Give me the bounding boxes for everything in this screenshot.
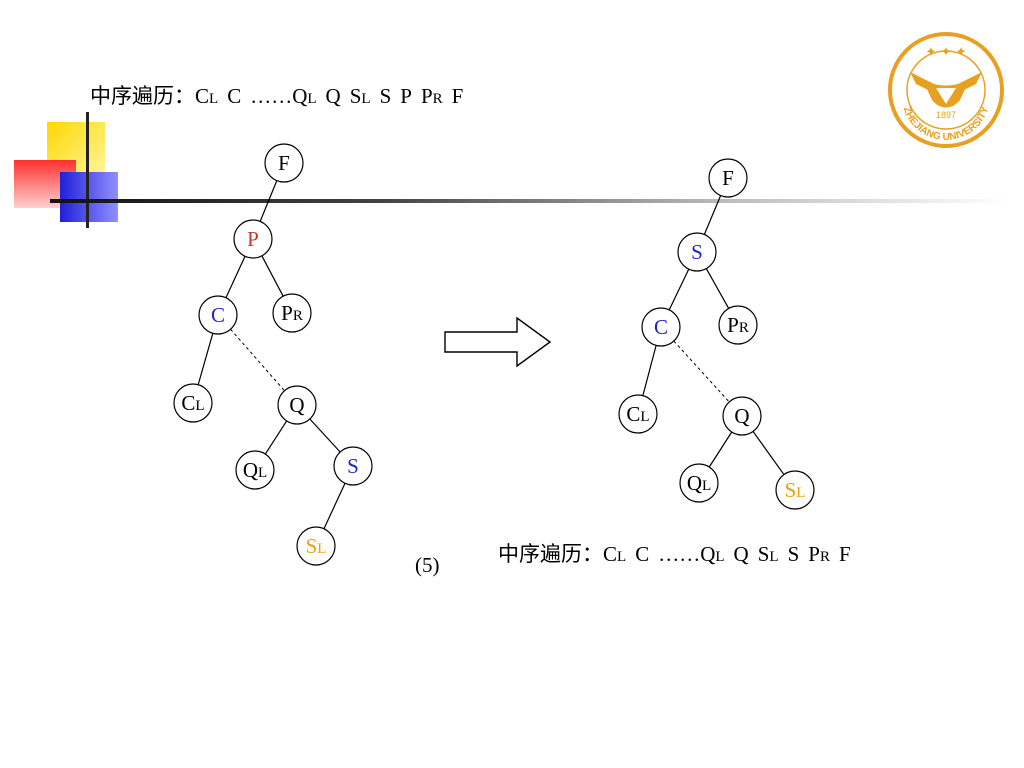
caption-sequence: CL C ……QL Q SL S PR F	[603, 542, 851, 566]
tree-edge	[703, 195, 722, 235]
caption-token: Q	[325, 84, 341, 108]
caption-token: F	[451, 84, 464, 108]
tree-edge	[705, 268, 730, 309]
tree-node-p: P	[233, 219, 273, 259]
tree-node-q: Q	[722, 396, 762, 436]
tree-edge	[668, 268, 690, 311]
svg-text:F: F	[278, 151, 290, 175]
tree-node-ql: QL	[235, 450, 275, 490]
svg-text:Q: Q	[734, 404, 749, 428]
tree-node-sl: SL	[775, 470, 815, 510]
caption-token: C	[635, 542, 650, 566]
tree-edge	[708, 431, 733, 468]
tree-edge	[264, 420, 288, 455]
caption-token: PR	[420, 84, 443, 108]
svg-text:S: S	[691, 240, 703, 264]
caption-prefix: 中序遍历：	[498, 542, 603, 566]
caption-token: P	[400, 84, 412, 108]
tree-node-c: C	[641, 307, 681, 347]
caption-prefix: 中序遍历：	[90, 84, 195, 108]
tree-node-pr: PR	[718, 305, 758, 345]
svg-text:C: C	[211, 303, 225, 327]
transform-arrow	[444, 316, 552, 368]
tree-edge	[225, 256, 246, 298]
tree-node-s: S	[677, 232, 717, 272]
logo-year: 1897	[936, 110, 956, 120]
step-label: (5)	[415, 553, 440, 577]
svg-text:Q: Q	[289, 393, 304, 417]
tree-edge	[752, 431, 785, 475]
bottom-inorder-caption: 中序遍历：CL C ……QL Q SL S PR F	[498, 544, 851, 565]
tree-node-s: S	[333, 446, 373, 486]
caption-token: CL	[603, 542, 627, 566]
tree-edge	[309, 418, 341, 453]
caption-token: ……QL	[658, 542, 725, 566]
tree-edge	[197, 333, 214, 385]
tree-node-c: C	[198, 295, 238, 335]
deco-vertical-line	[86, 112, 89, 228]
deco-horizontal-rule	[50, 199, 1010, 203]
tree-before: F P C PR CL Q QL S SL	[173, 143, 373, 566]
tree-node-f: F	[708, 158, 748, 198]
caption-token: S	[787, 542, 800, 566]
svg-text:QL: QL	[243, 458, 267, 482]
caption-token: F	[838, 542, 851, 566]
tree-after: F S C PR CL Q QL SL	[618, 158, 815, 510]
tree-node-pr: PR	[272, 293, 312, 333]
caption-token: SL	[757, 542, 779, 566]
caption-token: SL	[349, 84, 371, 108]
caption-token: S	[379, 84, 392, 108]
tree-node-cl: CL	[173, 383, 213, 423]
deco-blue-square	[60, 172, 118, 222]
svg-text:P: P	[247, 227, 259, 251]
university-logo: 1897 ZHEJIANG UNIVERSITY ✦ ✦ ✦	[888, 32, 1004, 148]
tree-edge	[323, 482, 346, 530]
caption-token: Q	[733, 542, 749, 566]
caption-token: ……QL	[250, 84, 317, 108]
tree-edge	[642, 345, 657, 396]
dashed-tree-edge	[673, 340, 730, 403]
tree-node-f: F	[264, 143, 304, 183]
tree-node-sl: SL	[296, 526, 336, 566]
tree-edge	[261, 255, 284, 297]
svg-text:C: C	[654, 315, 668, 339]
tree-edge	[259, 180, 278, 222]
caption-token: C	[227, 84, 242, 108]
svg-text:S: S	[347, 454, 359, 478]
svg-text:F: F	[722, 166, 734, 190]
tree-node-cl: CL	[618, 394, 658, 434]
logo-seal-glyphs: ✦ ✦ ✦	[926, 45, 967, 60]
caption-token: PR	[808, 542, 830, 566]
tree-node-q: Q	[277, 385, 317, 425]
tree-node-ql: QL	[679, 463, 719, 503]
caption-token: CL	[195, 84, 219, 108]
dashed-tree-edge	[230, 328, 285, 392]
